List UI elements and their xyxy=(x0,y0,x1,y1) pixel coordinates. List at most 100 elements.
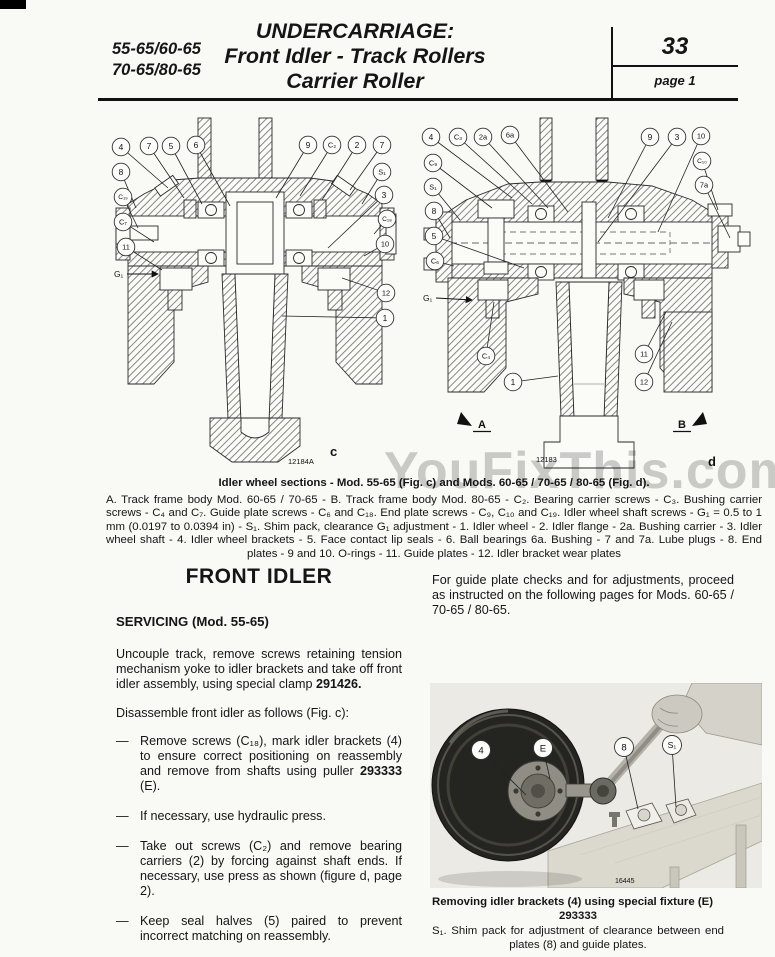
model-numbers-line2: 70-65/80-65 xyxy=(112,61,201,79)
callout-label: C₁₈ xyxy=(382,216,392,223)
callout-circle xyxy=(424,201,444,221)
callout-label: S₁ xyxy=(668,740,677,750)
callout-label: 3 xyxy=(382,190,387,200)
callout-label: 7a xyxy=(700,181,709,190)
view-arrow xyxy=(692,412,707,426)
callout-label: 2 xyxy=(355,140,360,150)
callout-circle xyxy=(425,251,445,271)
callout-circle xyxy=(421,127,441,147)
callout-label: 5 xyxy=(169,141,174,151)
callout-label: S₁ xyxy=(429,183,437,192)
callout-label: 6 xyxy=(194,140,199,150)
callout-label: 8 xyxy=(432,206,437,216)
header-divider-vertical xyxy=(611,27,613,100)
bullet-text: If necessary, use hydraulic press. xyxy=(140,809,326,824)
callout-circle xyxy=(186,135,206,155)
callout-circle xyxy=(634,344,654,364)
callout-label: 9 xyxy=(306,140,311,150)
callout-circle xyxy=(614,737,634,757)
callout-label: S₁ xyxy=(378,168,386,177)
figures-caption-body: A. Track frame body Mod. 60-65 / 70-65 -… xyxy=(106,493,762,560)
bullet-item: —Keep seal halves (5) paired to prevent … xyxy=(116,914,402,944)
callout-circle xyxy=(471,740,491,760)
callout-circle xyxy=(377,209,397,229)
callout-label: 12 xyxy=(640,378,648,387)
bullet-text: Take out screws (C₂) and remove bearing … xyxy=(140,838,402,898)
shim-parts-photo xyxy=(609,798,697,830)
callout-label: 9 xyxy=(648,132,653,142)
bullet-text: Remove screws (C₁₈), mark idler brackets… xyxy=(140,734,402,794)
hand-photo xyxy=(651,683,762,746)
figure-letter: c xyxy=(330,444,337,459)
callout-label: 7 xyxy=(380,140,385,150)
callout-circle xyxy=(113,212,133,232)
callout-label: C₆ xyxy=(431,257,439,266)
callout-label: C₇ xyxy=(119,218,127,227)
bullet-dash: — xyxy=(116,809,129,824)
callout-circle xyxy=(347,135,367,155)
figure-letter: d xyxy=(708,454,716,469)
model-numbers-line1: 55-65/60-65 xyxy=(112,40,201,58)
callout-label: E xyxy=(540,743,546,754)
page-title-line3: Carrier Roller xyxy=(286,69,424,93)
callout-label: C₃ xyxy=(454,133,462,142)
body-paragraph: Disassemble front idler as follows (Fig.… xyxy=(116,705,350,720)
callout-label: 2a xyxy=(479,133,488,142)
photo-caption-line1: Removing idler brackets (4) using specia… xyxy=(432,896,714,908)
front-idler-section: FRONT IDLER SERVICING (Mod. 55-65) Uncou… xyxy=(116,566,402,957)
header-rule xyxy=(98,98,738,101)
callout-circle xyxy=(423,153,443,173)
callout-circle xyxy=(161,136,181,156)
section-number-underline xyxy=(612,65,738,67)
callout-label: 8 xyxy=(621,742,626,753)
callout-label: C₉ xyxy=(429,159,437,168)
callout-label: C₂ xyxy=(328,141,336,150)
callout-circle xyxy=(473,127,493,147)
callout-circle xyxy=(692,151,712,171)
callout-circle xyxy=(662,735,682,755)
figures-caption-title: Idler wheel sections - Mod. 55-65 (Fig. … xyxy=(218,477,650,489)
callout-label: 11 xyxy=(122,243,130,252)
callout-circle xyxy=(322,135,342,155)
callout-circle xyxy=(667,127,687,147)
page-number-label: page 1 xyxy=(654,73,696,88)
model-numbers: 55-65/60-65 70-65/80-65 xyxy=(112,39,201,81)
callout-circle xyxy=(634,372,654,392)
callout-label: 7 xyxy=(147,141,152,151)
photo-caption: Removing idler brackets (4) using specia… xyxy=(432,896,724,952)
callout-circle xyxy=(500,125,520,145)
callout-circle xyxy=(691,126,711,146)
callout-label: 4 xyxy=(429,132,434,142)
callout-circle xyxy=(503,372,523,392)
callout-circle xyxy=(113,187,133,207)
callout-circle xyxy=(111,137,131,157)
callout-circle xyxy=(139,136,159,156)
callout-circle xyxy=(116,237,136,257)
bullet-item: — Remove screws (C₁₈), mark idler bracket… xyxy=(116,734,402,794)
section-number: 33 xyxy=(661,33,689,60)
callout-circle xyxy=(476,346,496,366)
callout-label: 4 xyxy=(478,745,484,756)
page-title: UNDERCARRIAGE: Front Idler - Track Rolle… xyxy=(98,19,612,94)
callout-label: 5 xyxy=(432,231,437,241)
bullet-dash: — xyxy=(116,734,129,749)
callout-circle xyxy=(376,283,396,303)
callout-label: 3 xyxy=(675,132,680,142)
callout-circle xyxy=(111,162,131,182)
callout-label: 4 xyxy=(119,142,124,152)
dimension-label: G₁ xyxy=(423,293,433,303)
callout-circle xyxy=(640,127,660,147)
callout-label: C₁₉ xyxy=(118,194,128,201)
photo-caption-note: S₁. Shim pack for adjustment of clearanc… xyxy=(432,925,724,951)
bullet-item: — If necessary, use hydraulic press. xyxy=(116,809,402,824)
page-title-line2: Front Idler - Track Rollers xyxy=(224,44,486,68)
callout-circle xyxy=(375,234,395,254)
callout-label: 11 xyxy=(640,350,648,359)
workbench xyxy=(547,782,762,888)
callout-circle xyxy=(533,738,553,758)
servicing-heading: SERVICING (Mod. 55-65) xyxy=(116,613,269,629)
callout-circle xyxy=(694,175,714,195)
